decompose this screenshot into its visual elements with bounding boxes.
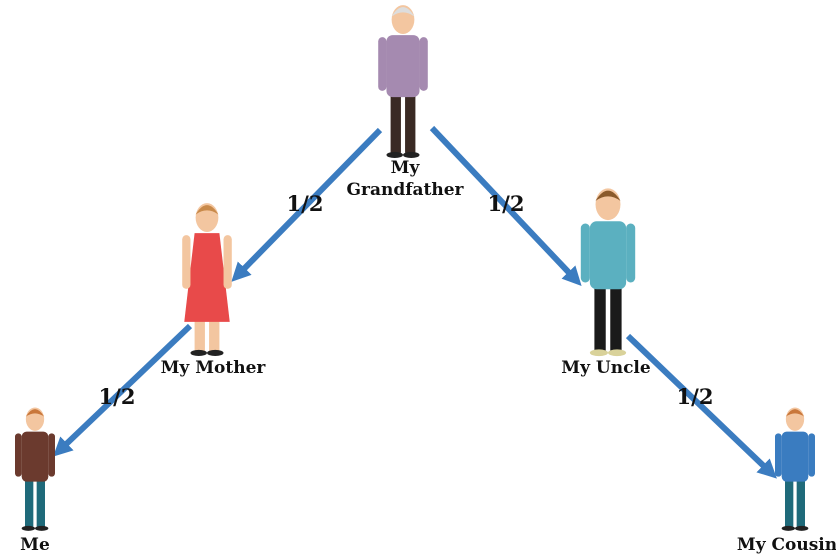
cousin-arm [808, 433, 815, 477]
uncle-arm [626, 223, 636, 283]
edge-label-mother-me: 1/2 [98, 384, 136, 409]
me-torso [21, 431, 49, 482]
me-shoe [35, 525, 49, 531]
cousin-shoe [795, 525, 809, 531]
edge-label-grandfather-mother: 1/2 [286, 191, 324, 216]
cousin-leg [785, 478, 794, 527]
mother-label: My Mother [160, 358, 266, 378]
uncle-hair [595, 190, 621, 201]
grandfather-torso [386, 35, 420, 98]
cousin-hair [785, 409, 805, 417]
uncle-arm [580, 223, 590, 283]
cousin-shoe [781, 525, 795, 531]
mother-hair [195, 205, 219, 215]
cousin-torso [781, 431, 809, 482]
mother-shoe [207, 349, 224, 357]
grandfather-shoe [403, 151, 420, 159]
me-leg [36, 478, 45, 527]
me-leg [25, 478, 34, 527]
mother-dress [184, 233, 230, 322]
cousin-leg [796, 478, 805, 527]
arrow-uncle-to-cousin [625, 333, 777, 479]
grandfather-figure [378, 5, 428, 159]
mother-arm [182, 235, 191, 289]
me-arm [48, 433, 55, 477]
grandfather-arm [378, 37, 387, 91]
grandfather-shoe [386, 151, 403, 159]
grandfather-label: My Grandfather [346, 157, 463, 201]
me-arm [15, 433, 22, 477]
me-label: Me [20, 535, 50, 555]
mother-arm [223, 235, 232, 289]
grandfather-label-line2: Grandfather [346, 180, 464, 200]
uncle-figure [580, 188, 636, 357]
uncle-shoe [589, 349, 609, 357]
me-figure [15, 407, 55, 531]
arrow-grandfather-to-mother [231, 127, 383, 282]
uncle-torso [589, 221, 627, 290]
arrow-mother-to-me [53, 323, 193, 457]
uncle-leg [610, 284, 622, 351]
edge-label-grandfather-uncle: 1/2 [487, 191, 525, 216]
grandfather-arm [419, 37, 428, 91]
arrow-grandfather-to-uncle [429, 125, 582, 286]
mother-shoe [190, 349, 207, 357]
uncle-leg [594, 284, 606, 351]
cousin-figure [775, 407, 815, 531]
grandfather-leg [405, 92, 416, 153]
mother-figure [182, 203, 232, 357]
me-hair [25, 409, 45, 417]
uncle-label: My Uncle [561, 358, 651, 378]
grandfather-leg [390, 92, 401, 153]
grandfather-label-line1: My [390, 158, 420, 178]
cousin-label: My Cousin [736, 535, 836, 555]
grandfather-hair [391, 7, 415, 17]
edge-label-uncle-cousin: 1/2 [676, 384, 714, 409]
cousin-arm [775, 433, 782, 477]
me-shoe [21, 525, 35, 531]
uncle-shoe [608, 349, 627, 357]
